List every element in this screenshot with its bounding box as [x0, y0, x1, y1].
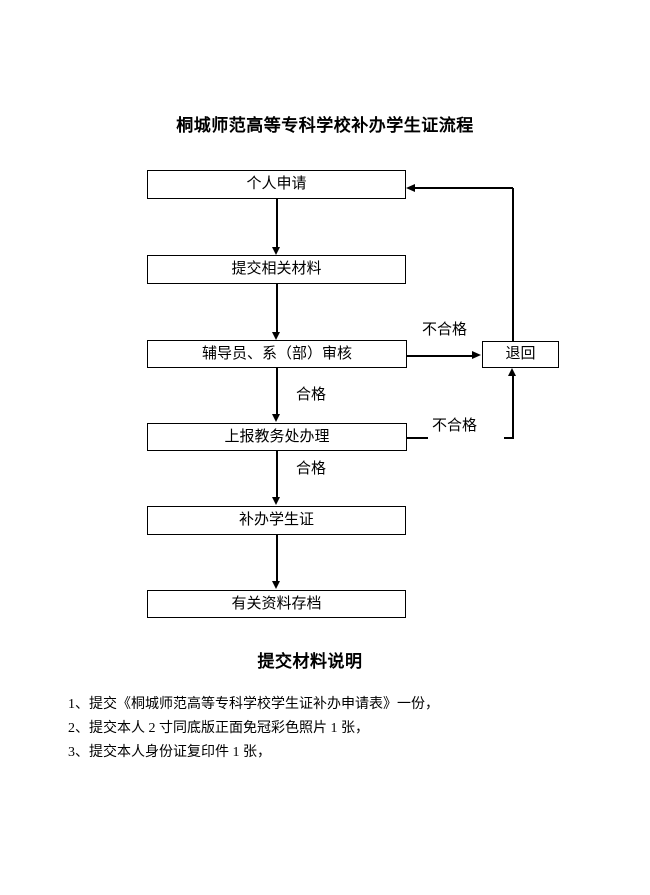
flow-node-report-academic-affairs: 上报教务处办理 [147, 423, 407, 451]
connector-line-apply-to-submit [276, 199, 278, 247]
connector-line-return-loop-vertical [512, 188, 514, 341]
flow-node-reissue-student-id: 补办学生证 [147, 506, 406, 535]
flow-node-archive-materials: 有关资料存档 [147, 590, 406, 618]
connector-line-review-to-report [276, 368, 278, 414]
notes-list: 1、提交《桐城师范高等专科学校学生证补办申请表》一份， 2、提交本人 2 寸同底… [68, 693, 439, 765]
flow-node-return: 退回 [482, 341, 559, 368]
connector-line-report-to-return-vertical [512, 376, 514, 438]
arrow-down-icon [272, 414, 280, 422]
flow-node-counselor-dept-review: 辅导员、系（部）审核 [147, 340, 407, 368]
note-line-3: 3、提交本人身份证复印件 1 张， [68, 745, 271, 760]
flowchart-title: 桐城师范高等专科学校补办学生证流程 [176, 116, 474, 135]
arrow-down-icon [272, 247, 280, 255]
arrow-down-icon [272, 581, 280, 589]
connector-line-submit-to-review [276, 284, 278, 332]
edge-label-report-fail: 不合格 [432, 418, 478, 434]
edge-label-review-fail: 不合格 [422, 322, 468, 338]
arrow-right-icon [472, 351, 481, 359]
arrow-down-icon [272, 332, 280, 340]
connector-line-report-to-return-seg1 [407, 437, 428, 439]
arrow-left-icon [406, 184, 415, 192]
flow-node-submit-materials: 提交相关材料 [147, 255, 406, 284]
connector-line-return-loop-horizontal [415, 187, 513, 189]
connector-line-report-to-return-seg2 [504, 437, 514, 439]
note-line-2: 2、提交本人 2 寸同底版正面免冠彩色照片 1 张， [68, 721, 369, 736]
section-heading: 提交材料说明 [257, 652, 363, 671]
edge-label-report-pass: 合格 [296, 461, 327, 477]
flow-node-personal-application: 个人申请 [147, 170, 406, 199]
edge-label-review-pass: 合格 [296, 387, 327, 403]
connector-line-report-to-reissue [276, 451, 278, 497]
arrow-up-icon [508, 368, 516, 376]
note-line-1: 1、提交《桐城师范高等专科学校学生证补办申请表》一份， [68, 697, 439, 712]
connector-line-reissue-to-archive [276, 535, 278, 581]
arrow-down-icon [272, 497, 280, 505]
connector-line-review-to-return [407, 355, 472, 357]
